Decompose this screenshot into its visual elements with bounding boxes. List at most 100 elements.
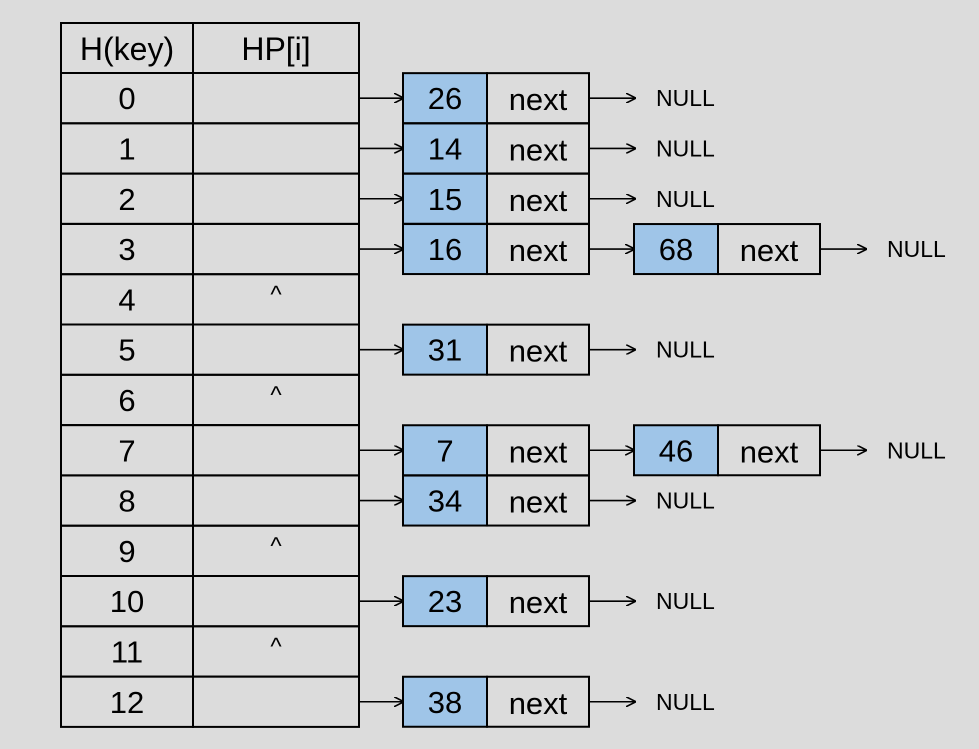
table-row: 9^ [60,524,360,578]
hp-null-marker: ^ [270,382,282,409]
null-terminator: NULL [656,135,715,161]
node-value-cell [402,474,488,527]
list-node: 14 next [402,122,590,175]
node-value: 14 [428,131,462,166]
null-terminator: NULL [656,337,715,363]
node-value: 16 [428,232,462,267]
hp-cell [192,222,360,276]
list-node: 34 next [402,474,590,527]
key-value: 11 [111,634,143,669]
node-value-cell [402,122,488,175]
null-terminator: NULL [656,588,715,614]
node-value: 38 [428,685,462,720]
node-next-label: next [509,585,568,620]
table-row: 1 [60,122,360,175]
chain: 26 next NULL [359,72,715,125]
key-value: 1 [118,131,135,166]
list-node: 46 next [633,424,821,477]
chain: 23 next NULL [359,575,715,628]
table-row: 2 [60,172,360,225]
node-value: 15 [428,182,462,217]
node-next-label: next [509,233,568,268]
node-next-label: next [509,686,568,721]
table-row: 11 ^ [60,625,360,678]
node-value: 26 [428,81,462,116]
hp-cell [192,172,360,225]
node-value-cell [402,323,488,376]
hp-cell [192,323,360,376]
hp-null-marker: ^ [270,281,282,308]
key-value: 9 [118,534,135,569]
chain: 31 next NULL [359,323,715,376]
key-value: 6 [118,383,135,418]
list-node: 7 next [402,424,590,477]
null-terminator: NULL [887,437,946,463]
chain: 7 next 46 next NULL [359,424,946,477]
table-row: 4^ [60,273,360,326]
node-next-label: next [740,233,799,268]
key-value: 12 [110,685,144,720]
list-node: 15 next [402,172,590,225]
node-value: 46 [659,433,693,468]
table-row: 0 [60,72,360,125]
chain: 14 next NULL [359,122,715,175]
node-next-label: next [509,485,568,520]
node-value: 34 [428,484,462,519]
hash-table: H(key) HP[i] [60,22,360,74]
table-row: 5 [60,323,360,376]
hp-cell [192,575,360,628]
node-value-cell [402,575,488,628]
node-value: 7 [436,433,453,468]
node-value-cell [402,424,488,477]
node-next-label: next [509,82,568,117]
chain: 15 next NULL [359,172,715,225]
node-value-cell [633,223,719,276]
header-key-label: H(key) [80,31,174,67]
table-row: 8 [60,474,360,527]
hp-cell [192,72,360,125]
key-value: 3 [118,232,135,267]
node-value-cell [633,424,719,477]
node-value: 23 [428,584,462,619]
null-terminator: NULL [656,488,715,514]
node-next-label: next [509,334,568,369]
node-value-cell [402,223,488,276]
list-node: 23 next [402,575,590,628]
null-terminator: NULL [656,689,715,715]
header-hp-label: HP[i] [241,31,310,67]
node-next-label: next [509,132,568,167]
table-row: 3 [60,222,360,276]
null-terminator: NULL [887,236,946,262]
hp-null-marker: ^ [270,633,282,660]
key-value: 8 [118,484,135,519]
table-row: 7 [60,424,360,477]
hp-cell [192,474,360,527]
hp-null-marker: ^ [270,533,282,560]
chain: 16 next 68 next NULL [359,223,946,276]
list-node: 38 next [402,675,590,728]
node-value: 68 [659,232,693,267]
node-next-label: next [509,434,568,469]
list-node: 68 next [633,223,821,276]
chain: 38 next NULL [359,675,715,728]
null-terminator: NULL [656,85,715,111]
chain: 34 next NULL [359,474,715,527]
list-node: 26 next [402,72,590,125]
key-value: 0 [118,81,135,116]
node-next-label: next [509,183,568,218]
key-value: 5 [118,333,135,368]
node-value: 31 [428,333,462,368]
key-value: 2 [118,182,135,217]
key-value: 7 [118,433,135,468]
hp-cell [192,424,360,477]
list-node: 16 next [402,223,590,276]
hp-cell [192,675,360,728]
node-next-label: next [740,434,799,469]
null-terminator: NULL [656,186,715,212]
table-row: 12 [60,675,360,728]
list-node: 31 next [402,323,590,376]
table-row: 6^ [60,373,360,427]
